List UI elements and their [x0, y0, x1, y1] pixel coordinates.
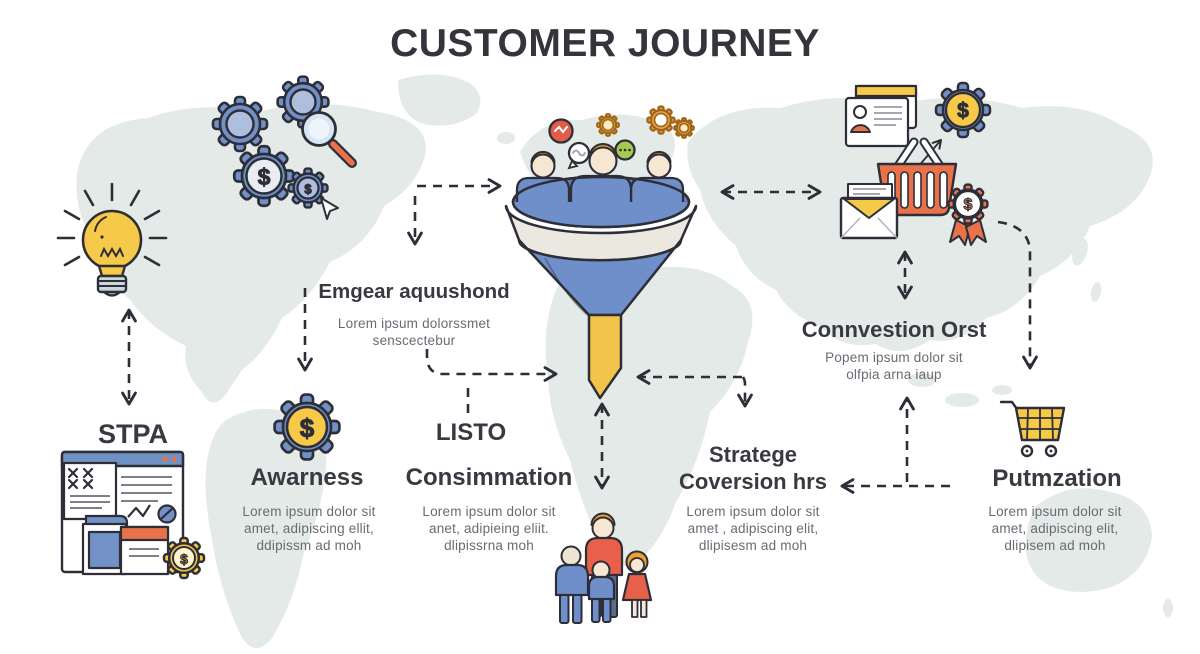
- body-line: ddipissm ad moh: [256, 538, 362, 553]
- dollar-glyph: $: [180, 551, 188, 567]
- dollar-glyph: $: [300, 413, 315, 443]
- stage-body-connvestion: Popem ipsum dolor sit olfpia arna iaup: [825, 349, 963, 383]
- dollar-glyph: $: [258, 164, 271, 190]
- stage-body-awareness: Lorem ipsum dolor sit amet, adipiscing e…: [242, 503, 375, 554]
- body-line: amet, adipiscing elit,: [991, 521, 1119, 536]
- stage-body-emgear: Lorem ipsum dolorssmet senscectebur: [338, 315, 490, 349]
- stage-heading-conversion: Stratege Coversion hrs: [679, 441, 827, 495]
- family-icon: [554, 512, 653, 624]
- mini-gears-icon: [596, 105, 695, 139]
- dollar-glyph: $: [304, 182, 312, 197]
- body-line: amet, adipiscing ellit,: [244, 521, 374, 536]
- body-line: Lorem ipsum dolorssmet: [337, 316, 491, 331]
- stage-heading-emgear: Emgear aquushond: [318, 280, 510, 303]
- dollar-glyph: $: [964, 197, 973, 214]
- awareness-gear-icon: $: [273, 393, 341, 461]
- stpa-report-icon: $: [60, 450, 206, 580]
- shopping-cart-icon: [999, 400, 1066, 458]
- award-ribbon-icon: $: [947, 183, 989, 246]
- stage-heading-connvestion: Connvestion Orst: [801, 317, 987, 342]
- body-line: amet , adipiscing elit,: [687, 521, 819, 536]
- body-line: Popem ipsum dolor sit: [825, 350, 963, 365]
- flow-arrows: [121, 178, 1038, 494]
- dollar-glyph: $: [957, 100, 969, 123]
- stage-heading-putmzation: Putmzation: [992, 465, 1122, 492]
- stage-label-stpa: STPA: [97, 419, 169, 449]
- heading-line: Stratege: [708, 442, 798, 467]
- page-title: CUSTOMER JOURNEY: [390, 22, 820, 65]
- world-map-background: [76, 74, 1173, 649]
- stage-body-putmzation: Lorem ipsum dolor sit amet, adipiscing e…: [988, 503, 1121, 554]
- stage-label-listo: LISTO: [435, 419, 507, 446]
- lightbulb-icon: [56, 182, 168, 297]
- body-line: dlipisem ad moh: [1004, 538, 1106, 553]
- id-card-icon: [844, 84, 918, 148]
- body-line: senscectebur: [372, 333, 456, 348]
- stage-body-consideration: Lorem ipsum dolor sit anet, adipieing el…: [422, 503, 555, 554]
- body-line: dlipisesm ad moh: [698, 538, 808, 553]
- stage-heading-awareness: Awarness: [250, 464, 364, 491]
- body-line: Lorem ipsum dolor sit: [988, 504, 1122, 519]
- body-line: dlipissrna moh: [444, 538, 534, 553]
- body-line: anet, adipieing eliit.: [429, 521, 549, 536]
- body-line: Lorem ipsum dolor sit: [422, 504, 556, 519]
- chat-bubbles-icon: [548, 118, 636, 170]
- funnel-customers-icon: [515, 143, 685, 210]
- body-line: Lorem ipsum dolor sit: [242, 504, 376, 519]
- body-line: Lorem ipsum dolor sit: [686, 504, 820, 519]
- envelope-icon: [839, 183, 899, 240]
- money-gear-icon: $: [934, 81, 992, 139]
- analysis-gears-icon: $ $: [211, 75, 357, 220]
- sales-funnel-icon: [504, 143, 698, 400]
- stage-body-conversion: Lorem ipsum dolor sit amet , adipiscing …: [686, 503, 819, 554]
- body-line: olfpia arna iaup: [846, 367, 942, 382]
- heading-line: Coversion hrs: [679, 469, 827, 494]
- stage-heading-consideration: Consimmation: [405, 464, 573, 491]
- magnifier-icon: [301, 111, 357, 168]
